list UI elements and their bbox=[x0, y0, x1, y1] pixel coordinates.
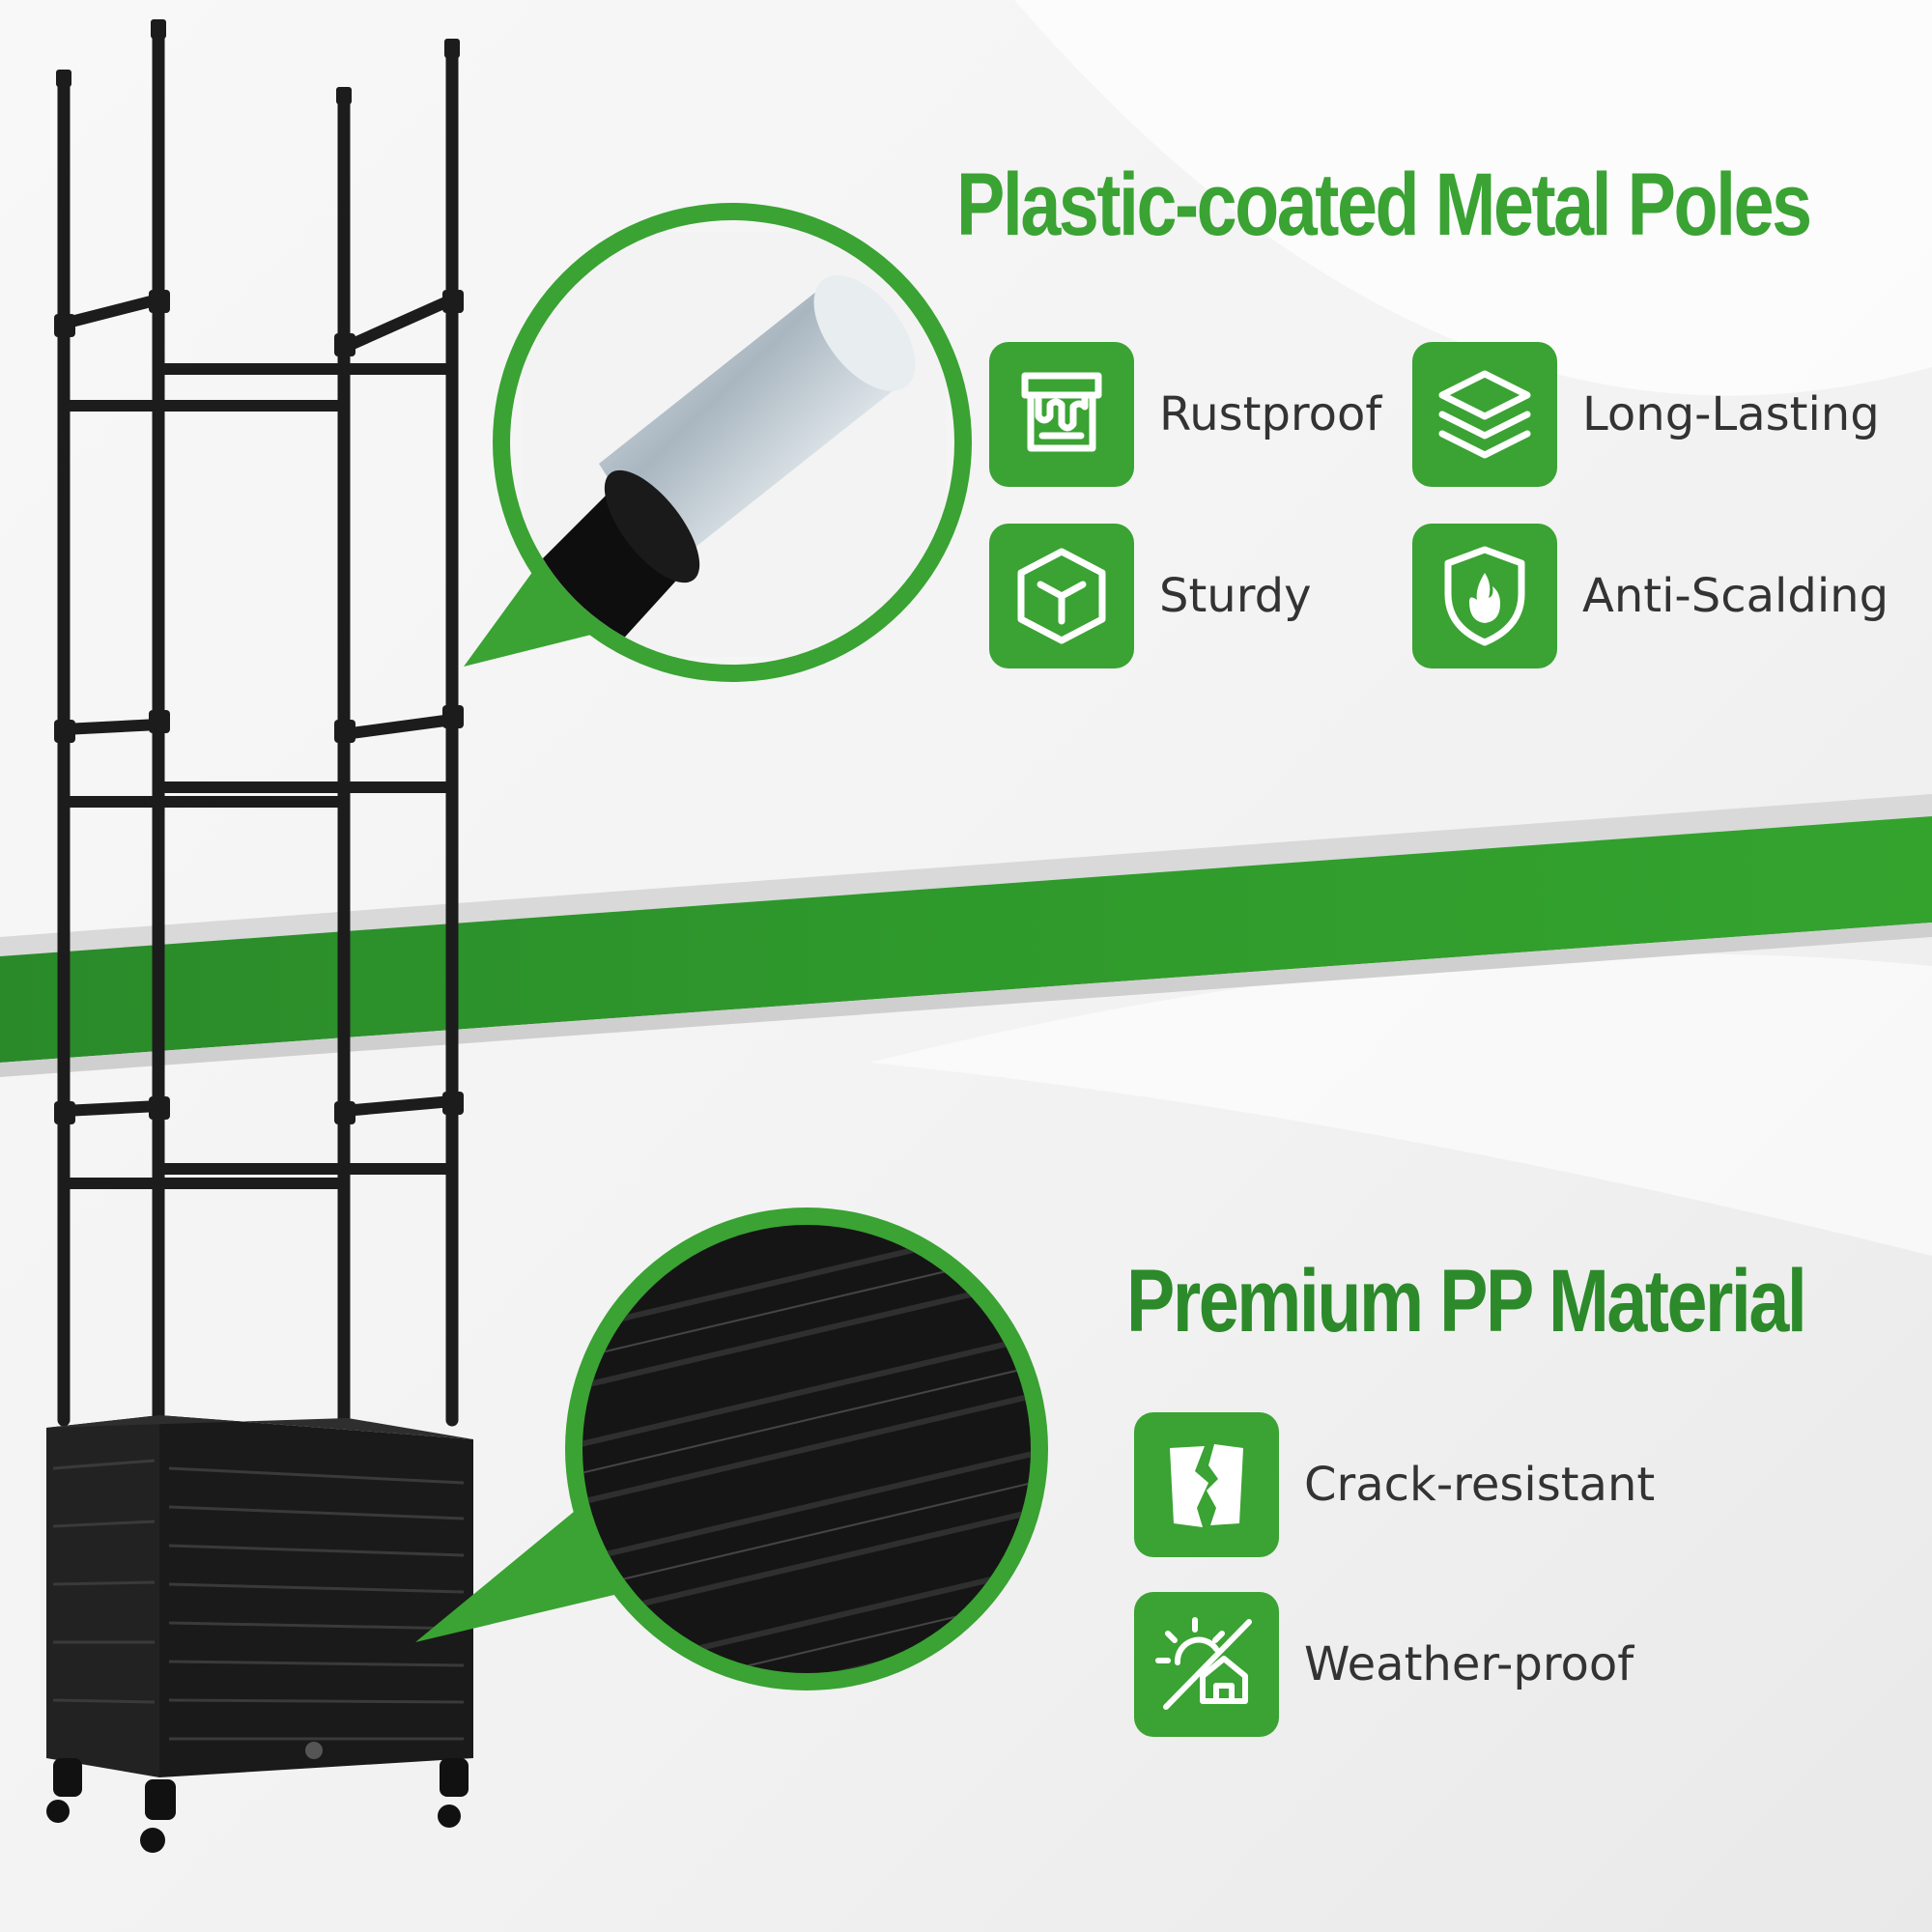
cracked-panel-icon bbox=[1134, 1412, 1279, 1557]
feature-label: Crack-resistant bbox=[1304, 1458, 1656, 1512]
feature-label: Long-Lasting bbox=[1582, 387, 1880, 441]
paint-bucket-icon bbox=[989, 342, 1134, 487]
section-heading-poles: Plastic-coated Metal Poles bbox=[956, 156, 1812, 254]
layers-icon bbox=[1412, 342, 1557, 487]
section-heading-material: Premium PP Material bbox=[1126, 1252, 1807, 1350]
feature-sturdy: Sturdy bbox=[989, 524, 1311, 668]
planter-box bbox=[46, 1415, 473, 1853]
feature-label: Sturdy bbox=[1159, 569, 1312, 623]
sun-house-icon bbox=[1134, 1592, 1279, 1737]
trellis-frame bbox=[54, 19, 464, 1427]
flame-shield-icon bbox=[1412, 524, 1557, 668]
cube-icon bbox=[989, 524, 1134, 668]
feature-label: Rustproof bbox=[1159, 387, 1382, 441]
feature-label: Weather-proof bbox=[1304, 1637, 1634, 1691]
feature-rustproof: Rustproof bbox=[989, 342, 1381, 487]
feature-long-lasting: Long-Lasting bbox=[1412, 342, 1880, 487]
material-zoom-callout bbox=[415, 1208, 1048, 1690]
feature-anti-scalding: Anti-Scalding bbox=[1412, 524, 1889, 668]
feature-weather-proof: Weather-proof bbox=[1134, 1592, 1634, 1737]
feature-label: Anti-Scalding bbox=[1582, 569, 1889, 623]
feature-crack-resistant: Crack-resistant bbox=[1134, 1412, 1655, 1557]
pole-zoom-callout bbox=[464, 203, 972, 682]
